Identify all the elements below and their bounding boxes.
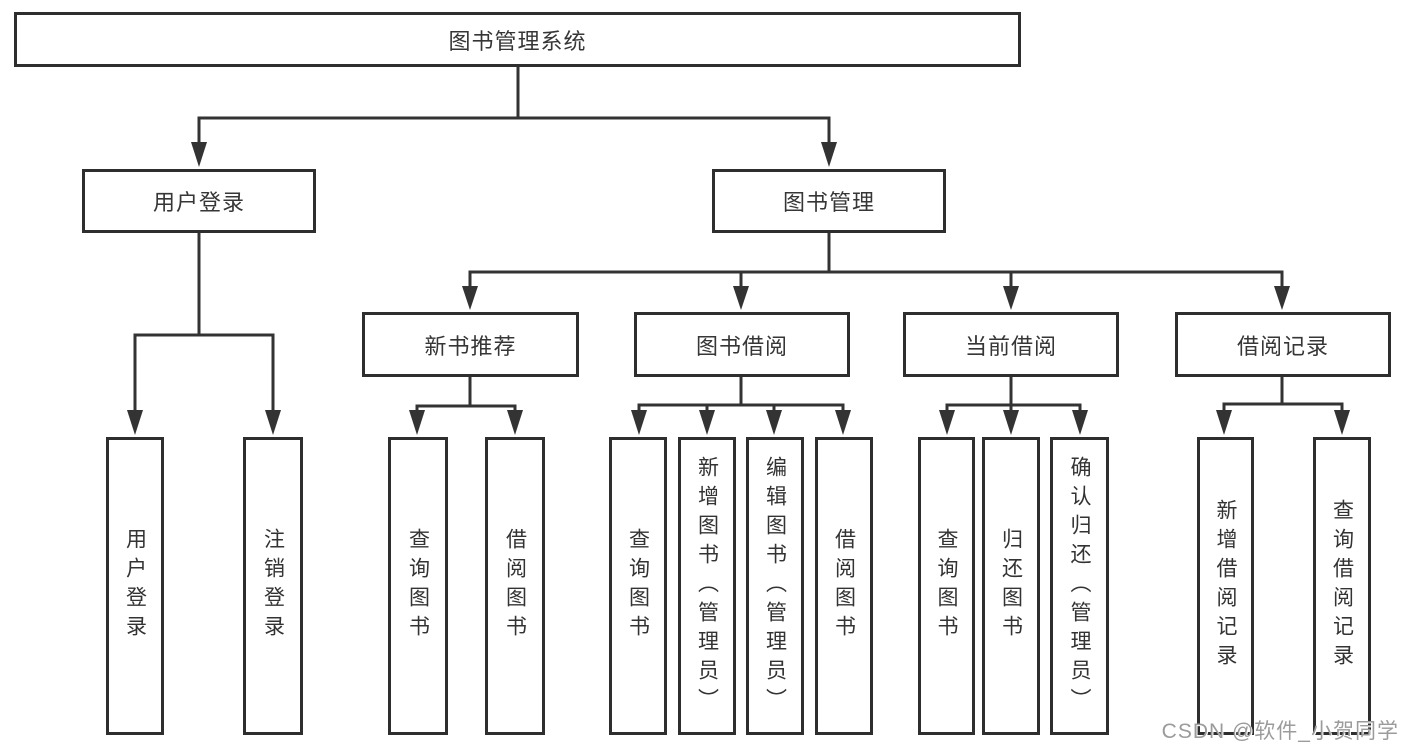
node-book-borrow-label: 图书借阅 bbox=[695, 333, 788, 359]
node-root: 图书管理系统 bbox=[14, 12, 1021, 67]
node-book-management: 图书管理 bbox=[712, 169, 946, 233]
leaf-logout-label: 注销登录 bbox=[261, 528, 285, 644]
leaf-user-login: 用户登录 bbox=[106, 437, 164, 735]
leaf-add-book-admin: 新增图书（管理员） bbox=[678, 437, 736, 735]
leaf-return-book-label: 归还图书 bbox=[999, 528, 1023, 644]
leaf-query-borrow-record: 查询借阅记录 bbox=[1313, 437, 1371, 735]
leaf-borrow-books-label: 借阅图书 bbox=[832, 528, 856, 644]
node-borrow-records: 借阅记录 bbox=[1175, 312, 1391, 377]
leaf-edit-book-admin-label: 编辑图书（管理员） bbox=[763, 455, 787, 717]
node-new-book-recommend-label: 新书推荐 bbox=[424, 333, 517, 359]
leaf-add-book-admin-label: 新增图书（管理员） bbox=[695, 455, 719, 717]
node-book-borrow: 图书借阅 bbox=[634, 312, 850, 377]
node-borrow-records-label: 借阅记录 bbox=[1236, 333, 1329, 359]
node-book-management-label: 图书管理 bbox=[782, 190, 875, 215]
leaf-borrow-books: 借阅图书 bbox=[815, 437, 873, 735]
csdn-watermark: CSDN @软件_小贺同学 bbox=[1161, 720, 1399, 743]
node-new-book-recommend: 新书推荐 bbox=[362, 312, 579, 377]
leaf-query-books-borrow-label: 查询图书 bbox=[626, 528, 650, 644]
leaf-query-books-recommend-label: 查询图书 bbox=[406, 528, 430, 644]
leaf-add-borrow-record: 新增借阅记录 bbox=[1197, 437, 1254, 735]
node-user-login: 用户登录 bbox=[82, 169, 316, 233]
leaf-add-borrow-record-label: 新增借阅记录 bbox=[1214, 499, 1237, 673]
node-current-borrow: 当前借阅 bbox=[903, 312, 1119, 377]
leaf-query-books-recommend: 查询图书 bbox=[388, 437, 448, 735]
leaf-query-books-current-label: 查询图书 bbox=[935, 528, 958, 644]
node-current-borrow-label: 当前借阅 bbox=[964, 333, 1057, 359]
leaf-query-borrow-record-label: 查询借阅记录 bbox=[1330, 499, 1354, 673]
leaf-query-books-current: 查询图书 bbox=[918, 437, 975, 735]
leaf-query-books-borrow: 查询图书 bbox=[609, 437, 667, 735]
leaf-user-login-label: 用户登录 bbox=[123, 528, 147, 644]
leaf-borrow-books-recommend: 借阅图书 bbox=[485, 437, 545, 735]
leaf-borrow-books-recommend-label: 借阅图书 bbox=[503, 528, 527, 644]
leaf-logout: 注销登录 bbox=[243, 437, 303, 735]
leaf-confirm-return-admin-label: 确认归还（管理员） bbox=[1068, 455, 1091, 717]
node-root-label: 图书管理系统 bbox=[448, 28, 587, 54]
leaf-edit-book-admin: 编辑图书（管理员） bbox=[746, 437, 804, 735]
node-user-login-label: 用户登录 bbox=[152, 190, 245, 215]
leaf-confirm-return-admin: 确认归还（管理员） bbox=[1050, 437, 1109, 735]
leaf-return-book: 归还图书 bbox=[982, 437, 1040, 735]
